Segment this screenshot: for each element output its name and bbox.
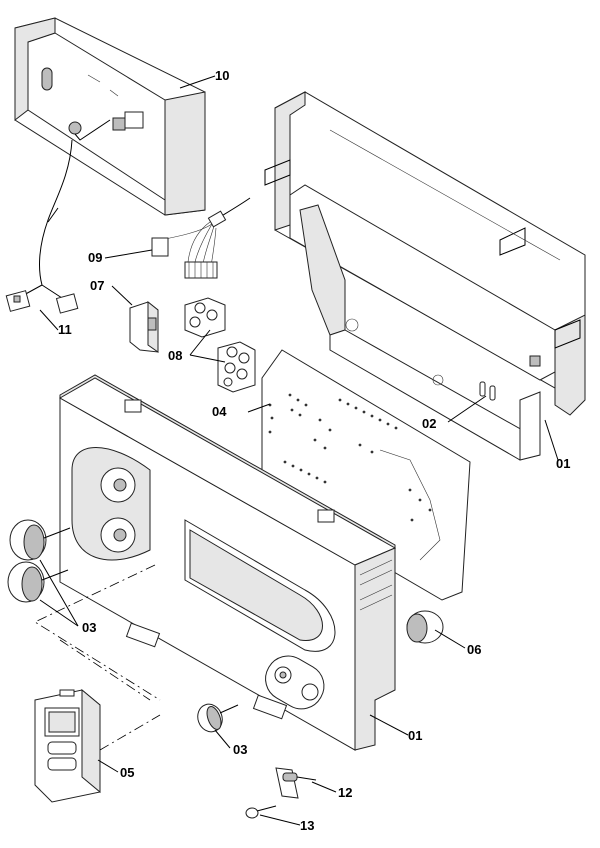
alignment-lines: [34, 564, 161, 751]
part-09-wiring-harness: [151, 197, 251, 279]
part-02-fuses: [479, 381, 496, 401]
part-10-mounting-box: [14, 17, 206, 216]
part-05-control-unit: [34, 688, 101, 803]
label-07: 07: [90, 278, 104, 293]
part-01-rear-housing: [264, 91, 586, 461]
label-09: 09: [88, 250, 102, 265]
label-08: 08: [168, 348, 182, 363]
label-05: 05: [120, 765, 134, 780]
label-01-front: 01: [408, 728, 422, 743]
part-01-front-housing: [58, 374, 397, 751]
part-13-screw: [245, 805, 277, 819]
part-06-round-component: [406, 610, 444, 644]
label-02: 02: [422, 416, 436, 431]
leader-lines: [39, 75, 559, 826]
part-12-clip: [275, 767, 317, 799]
label-13: 13: [300, 818, 314, 833]
label-03-left: 03: [82, 620, 96, 635]
label-06: 06: [467, 642, 481, 657]
label-12: 12: [338, 785, 352, 800]
part-11-cable-connectors: [5, 139, 79, 314]
label-10: 10: [215, 68, 229, 83]
part-labels: 10 09 07 11 08 04 02 01 03 06 01 03 05 1…: [58, 68, 570, 833]
part-08-terminal-blocks: [184, 297, 256, 393]
label-11: 11: [58, 322, 72, 337]
label-01-rear: 01: [556, 456, 570, 471]
label-04: 04: [212, 404, 227, 419]
part-03-knobs: [7, 519, 239, 733]
part-07-module: [129, 300, 159, 353]
label-03-bottom: 03: [233, 742, 247, 757]
